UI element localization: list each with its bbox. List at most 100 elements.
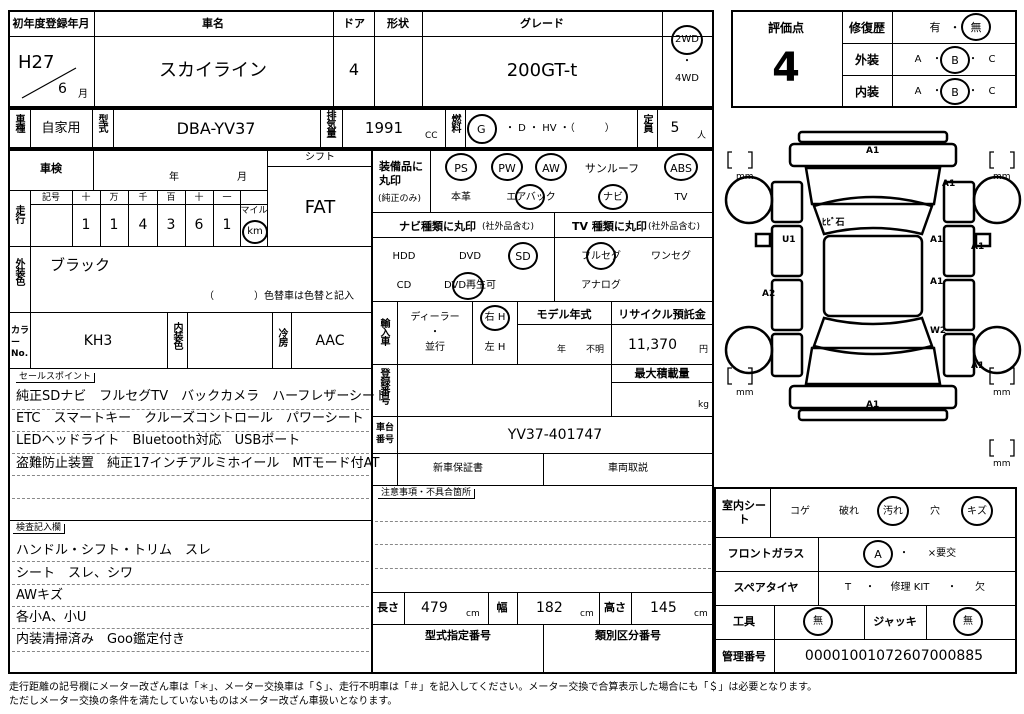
digit-header: 万	[109, 193, 119, 203]
navi-hdd: HDD	[392, 251, 416, 262]
car-name: スカイライン	[159, 60, 267, 81]
spare-kit: 修理 KIT	[890, 582, 930, 593]
ext-dot2: ・	[968, 54, 978, 65]
fuel-label: 燃料	[449, 114, 460, 132]
import-dot: ・	[430, 327, 440, 338]
glass-dot: ・	[899, 548, 909, 559]
reg-no-label: 登録番号	[378, 368, 389, 404]
km-unit: km	[247, 226, 263, 237]
person-unit: 人	[697, 131, 707, 141]
digit-header: 十	[194, 193, 204, 203]
first-reg-label: 初年度登録年月	[12, 17, 90, 30]
sd-circle	[508, 242, 538, 270]
sales-point-line: 盗難防止装置 純正17インチアルミホイール MTモード付AT	[16, 456, 380, 471]
inspection-note-line: ハンドル・シフト・トリム スレ	[16, 543, 212, 558]
int-dot1: ・	[932, 86, 942, 97]
mileage-digit: 1	[81, 217, 91, 233]
spare-none: 欠	[975, 582, 985, 593]
seat-item: 汚れ	[883, 506, 903, 517]
mm-label: mm	[736, 172, 754, 182]
digit-header: 百	[166, 193, 176, 203]
inspection-notes-label: 検査記入欄	[13, 524, 66, 534]
equipment-pw: PW	[498, 162, 516, 175]
sales-point-line: LEDヘッドライト Bluetooth対応 USBポート	[16, 433, 301, 448]
equipment-aw: AW	[542, 162, 560, 175]
footer-line2: ただしメーター交換の条件を満たしていないものはメーター改ざん車扱いとなります。	[9, 696, 398, 707]
color-change-note: （ ）色替車は色替と記入	[204, 291, 354, 302]
ac-value: AAC	[315, 333, 345, 349]
interior-color-label: 内装色	[171, 322, 182, 349]
mileage-digit: 3	[166, 217, 176, 233]
tv-type-note: (社外品含む)	[648, 222, 701, 232]
mm-label: mm	[993, 172, 1011, 182]
abs-circle	[664, 153, 698, 181]
tools-label: 工具	[733, 615, 755, 628]
exterior-color-value: ブラック	[50, 256, 111, 274]
jack-circle	[953, 607, 983, 636]
drive-2wd: 2WD	[675, 34, 699, 45]
model-year-unknown: 不明	[586, 345, 605, 355]
mm-label: mm	[993, 459, 1011, 469]
displacement-label: 排気量	[324, 110, 335, 137]
import-dealer: ディーラー	[410, 312, 460, 323]
aw-circle	[535, 153, 567, 181]
model-label: 型式	[96, 114, 107, 132]
damage-mark: A1	[866, 146, 880, 156]
recycle-value: 11,370	[628, 337, 677, 353]
damage-mark: A1	[971, 361, 985, 371]
shape-label: 形状	[387, 17, 409, 30]
ext-circle	[940, 46, 970, 74]
sales-point-label: セールスポイント	[16, 373, 96, 383]
mileage-digit: 6	[194, 217, 204, 233]
warranty-label: 新車保証書	[433, 463, 483, 474]
sales-point-line: ETC スマートキー クルーズコントロール パワーシート	[16, 411, 364, 426]
jack-label: ジャッキ	[873, 615, 917, 628]
height-value: 145	[650, 600, 677, 616]
exterior-label: 外装	[854, 53, 880, 67]
mileage-digit: 1	[109, 217, 119, 233]
interior-label: 内装	[854, 85, 880, 99]
seat-dirt-circle	[877, 496, 909, 526]
usage-label: 車種	[13, 114, 24, 132]
digit-header: 一	[222, 193, 232, 203]
import-label: 輸入車	[378, 318, 389, 345]
first-reg-era: H27	[18, 52, 55, 73]
equipment-leather: 本革	[451, 192, 471, 203]
import-parallel: 並行	[425, 342, 445, 353]
spare-dot: ・	[947, 582, 957, 593]
drive-dot: ・	[682, 56, 692, 67]
jack-value: 無	[963, 616, 973, 627]
footer-line1: 走行距離の記号欄にメーター改ざん車は「＊」、メーター交換車は「＄」、走行不明車は…	[9, 682, 818, 693]
capacity-value: 5	[670, 120, 680, 136]
mm-label: mm	[993, 388, 1011, 398]
grade-label: グレード	[520, 17, 564, 30]
mgmt-label: 管理番号	[722, 650, 766, 663]
condition-box	[714, 487, 1017, 674]
fullseg-circle	[586, 242, 616, 270]
seat-item: キズ	[967, 506, 987, 517]
inspection-note-line: AWキズ	[16, 588, 64, 603]
ext-c: C	[988, 54, 996, 65]
fuel-g: G	[477, 123, 486, 136]
navi-sd: SD	[515, 250, 531, 263]
tv-type-label: TV 種類に丸印	[572, 220, 647, 233]
damage-mark: ﾋﾋﾞ石	[822, 218, 845, 228]
repair-circle	[961, 13, 991, 41]
navi-circle	[598, 184, 628, 210]
navi-dvd-play: DVD再生可	[443, 280, 497, 291]
usage-value: 自家用	[41, 121, 81, 136]
fuel-circle	[467, 114, 497, 144]
seat-item: 破れ	[839, 506, 859, 517]
drive-circle	[671, 25, 703, 55]
shaken-year: 年	[169, 172, 179, 183]
int-c: C	[988, 86, 996, 97]
damage-mark: A1	[942, 179, 956, 189]
mileage-digit: 4	[138, 217, 148, 233]
notes-label: 注意事項・不具合箇所	[378, 489, 476, 499]
seat-label: 室内シート	[722, 499, 766, 527]
equipment-note: (純正のみ)	[378, 194, 422, 204]
inspection-note-line: シート スレ、シワ	[16, 566, 134, 581]
spare-dot: ・	[865, 582, 875, 593]
width-value: 182	[536, 600, 563, 616]
yen-unit: 円	[699, 345, 709, 355]
